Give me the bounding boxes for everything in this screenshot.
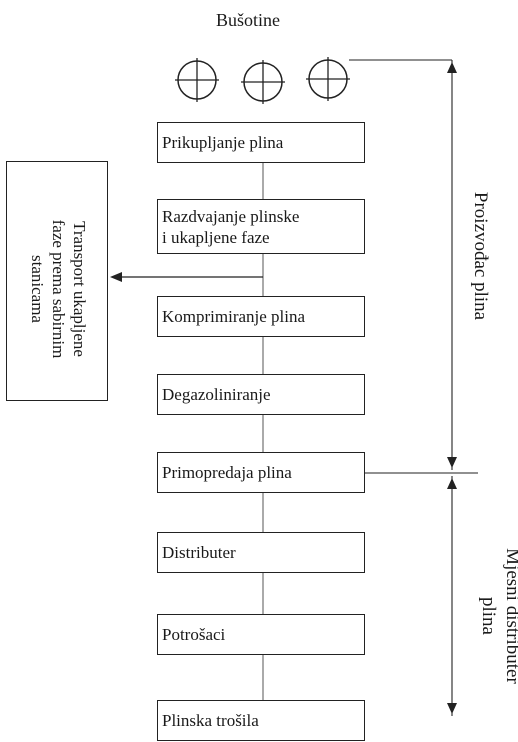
side-arrow-head [110, 272, 122, 282]
producer-label: Proizvođac plina [470, 191, 491, 321]
step-plinska-trosila: Plinska trošila [157, 700, 365, 741]
step-razdvajanje: Razdvajanje plinske i ukapljene faze [157, 199, 365, 254]
wells-title: Bušotine [216, 10, 281, 30]
step-primopredaja: Primopredaja plina [157, 452, 365, 493]
step-prikupljanje: Prikupljanje plina [157, 122, 365, 163]
well-icon-1 [175, 58, 219, 102]
distributor-label: Mjesni distributer plina [478, 548, 518, 684]
step-distributer: Distributer [157, 532, 365, 573]
well-icon-2 [241, 60, 285, 104]
step-potrosaci: Potrošaci [157, 614, 365, 655]
step-degazoliniranje: Degazoliniranje [157, 374, 365, 415]
well-icon-3 [306, 57, 350, 101]
step-komprimiranje: Komprimiranje plina [157, 296, 365, 337]
liquid-transport-box [6, 161, 108, 401]
liquid-transport-label: Transport ukapljene faze prema sabirnim … [28, 219, 89, 359]
